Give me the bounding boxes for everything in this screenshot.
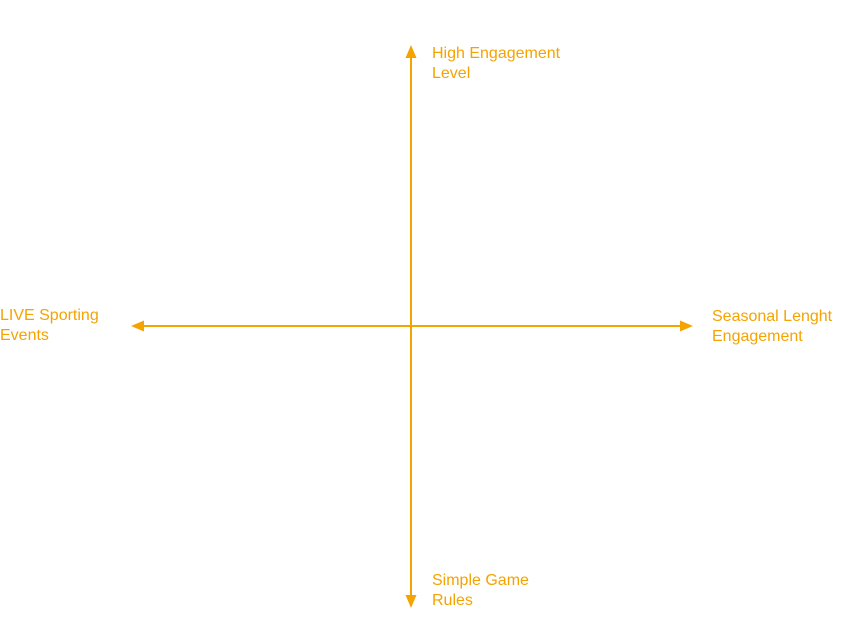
axis-label-top-line-2: Level xyxy=(432,65,471,82)
axis-label-bottom: Simple Game Rules xyxy=(432,571,529,611)
arrow-up-icon xyxy=(405,45,417,58)
axis-label-left-line-2: Events xyxy=(0,327,49,344)
axis-label-right: Seasonal Lenght Engagement xyxy=(712,307,832,347)
axis-label-right-line-1: Seasonal Lenght xyxy=(712,308,833,325)
arrow-right-icon xyxy=(680,320,693,332)
axis-label-top-line-1: High Engagement xyxy=(432,45,561,62)
axis-label-bottom-line-1: Simple Game xyxy=(432,572,529,589)
arrow-left-icon xyxy=(131,320,144,332)
axis-label-left: LIVE Sporting Events xyxy=(0,306,99,346)
axis-label-left-line-1: LIVE Sporting xyxy=(0,307,99,324)
axis-label-top: High Engagement Level xyxy=(432,44,560,84)
axis-label-bottom-line-2: Rules xyxy=(432,592,473,609)
arrow-down-icon xyxy=(405,595,417,608)
axis-label-right-line-2: Engagement xyxy=(712,328,803,345)
